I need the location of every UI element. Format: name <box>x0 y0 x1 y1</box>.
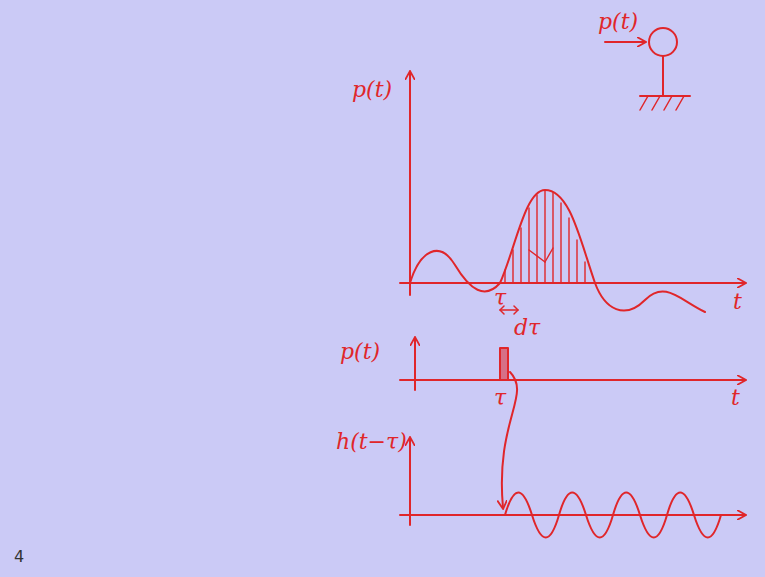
x-axis <box>400 379 745 381</box>
axis-label: h(t−τ) <box>336 430 407 454</box>
force-label: p(t) <box>598 10 638 34</box>
axis-label: t <box>733 290 742 314</box>
axis-label: τ <box>494 286 506 310</box>
axis-label: τ <box>494 386 506 410</box>
axis-label: t <box>731 386 740 410</box>
response-curve <box>505 493 721 538</box>
page-number: 4 <box>14 548 24 566</box>
load-curve <box>410 190 705 312</box>
ground-hatch <box>640 96 684 110</box>
y-axis <box>409 438 411 525</box>
axis-label: p(t) <box>340 340 380 364</box>
impulse-pulse <box>500 348 508 380</box>
mass-circle <box>649 28 677 56</box>
y-axis <box>409 72 411 295</box>
hatching <box>505 191 585 283</box>
force-arrow <box>605 41 645 43</box>
column <box>662 56 664 96</box>
y-axis <box>414 338 416 390</box>
axis-label: p(t) <box>352 78 392 102</box>
x-axis <box>400 282 745 284</box>
dimension-label: dτ <box>514 316 540 340</box>
